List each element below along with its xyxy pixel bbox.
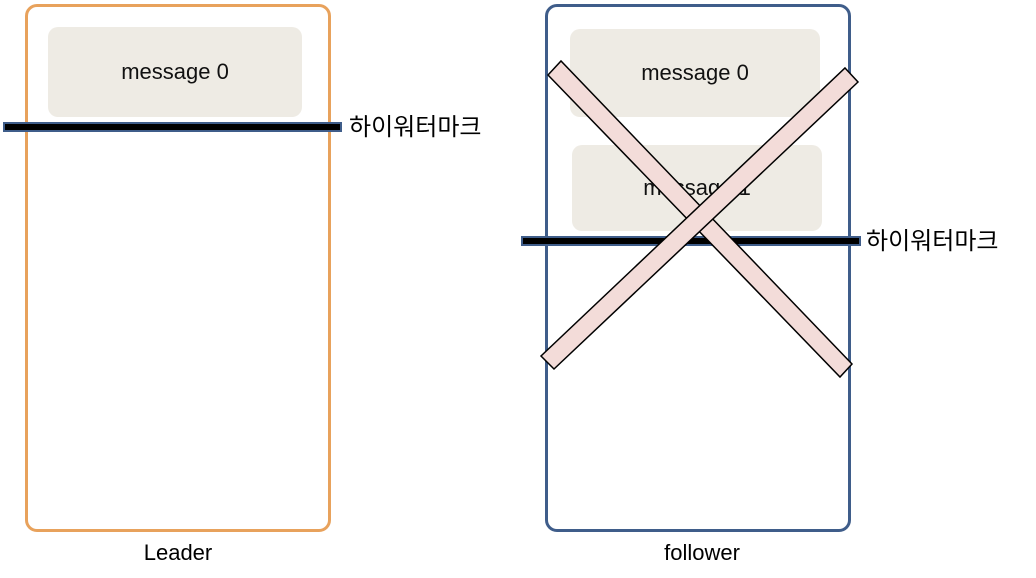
leader-high-watermark-label: 하이워터마크 [349, 113, 482, 141]
follower-caption: follower [664, 540, 740, 565]
cross-stroke-2 [539, 66, 860, 371]
leader-high-watermark-line [3, 122, 342, 132]
leader-message-0: message 0 [48, 27, 302, 117]
follower-high-watermark-label: 하이워터마크 [866, 227, 999, 255]
leader-caption: Leader [143, 540, 213, 565]
follower-message-0: message 0 [570, 29, 820, 117]
